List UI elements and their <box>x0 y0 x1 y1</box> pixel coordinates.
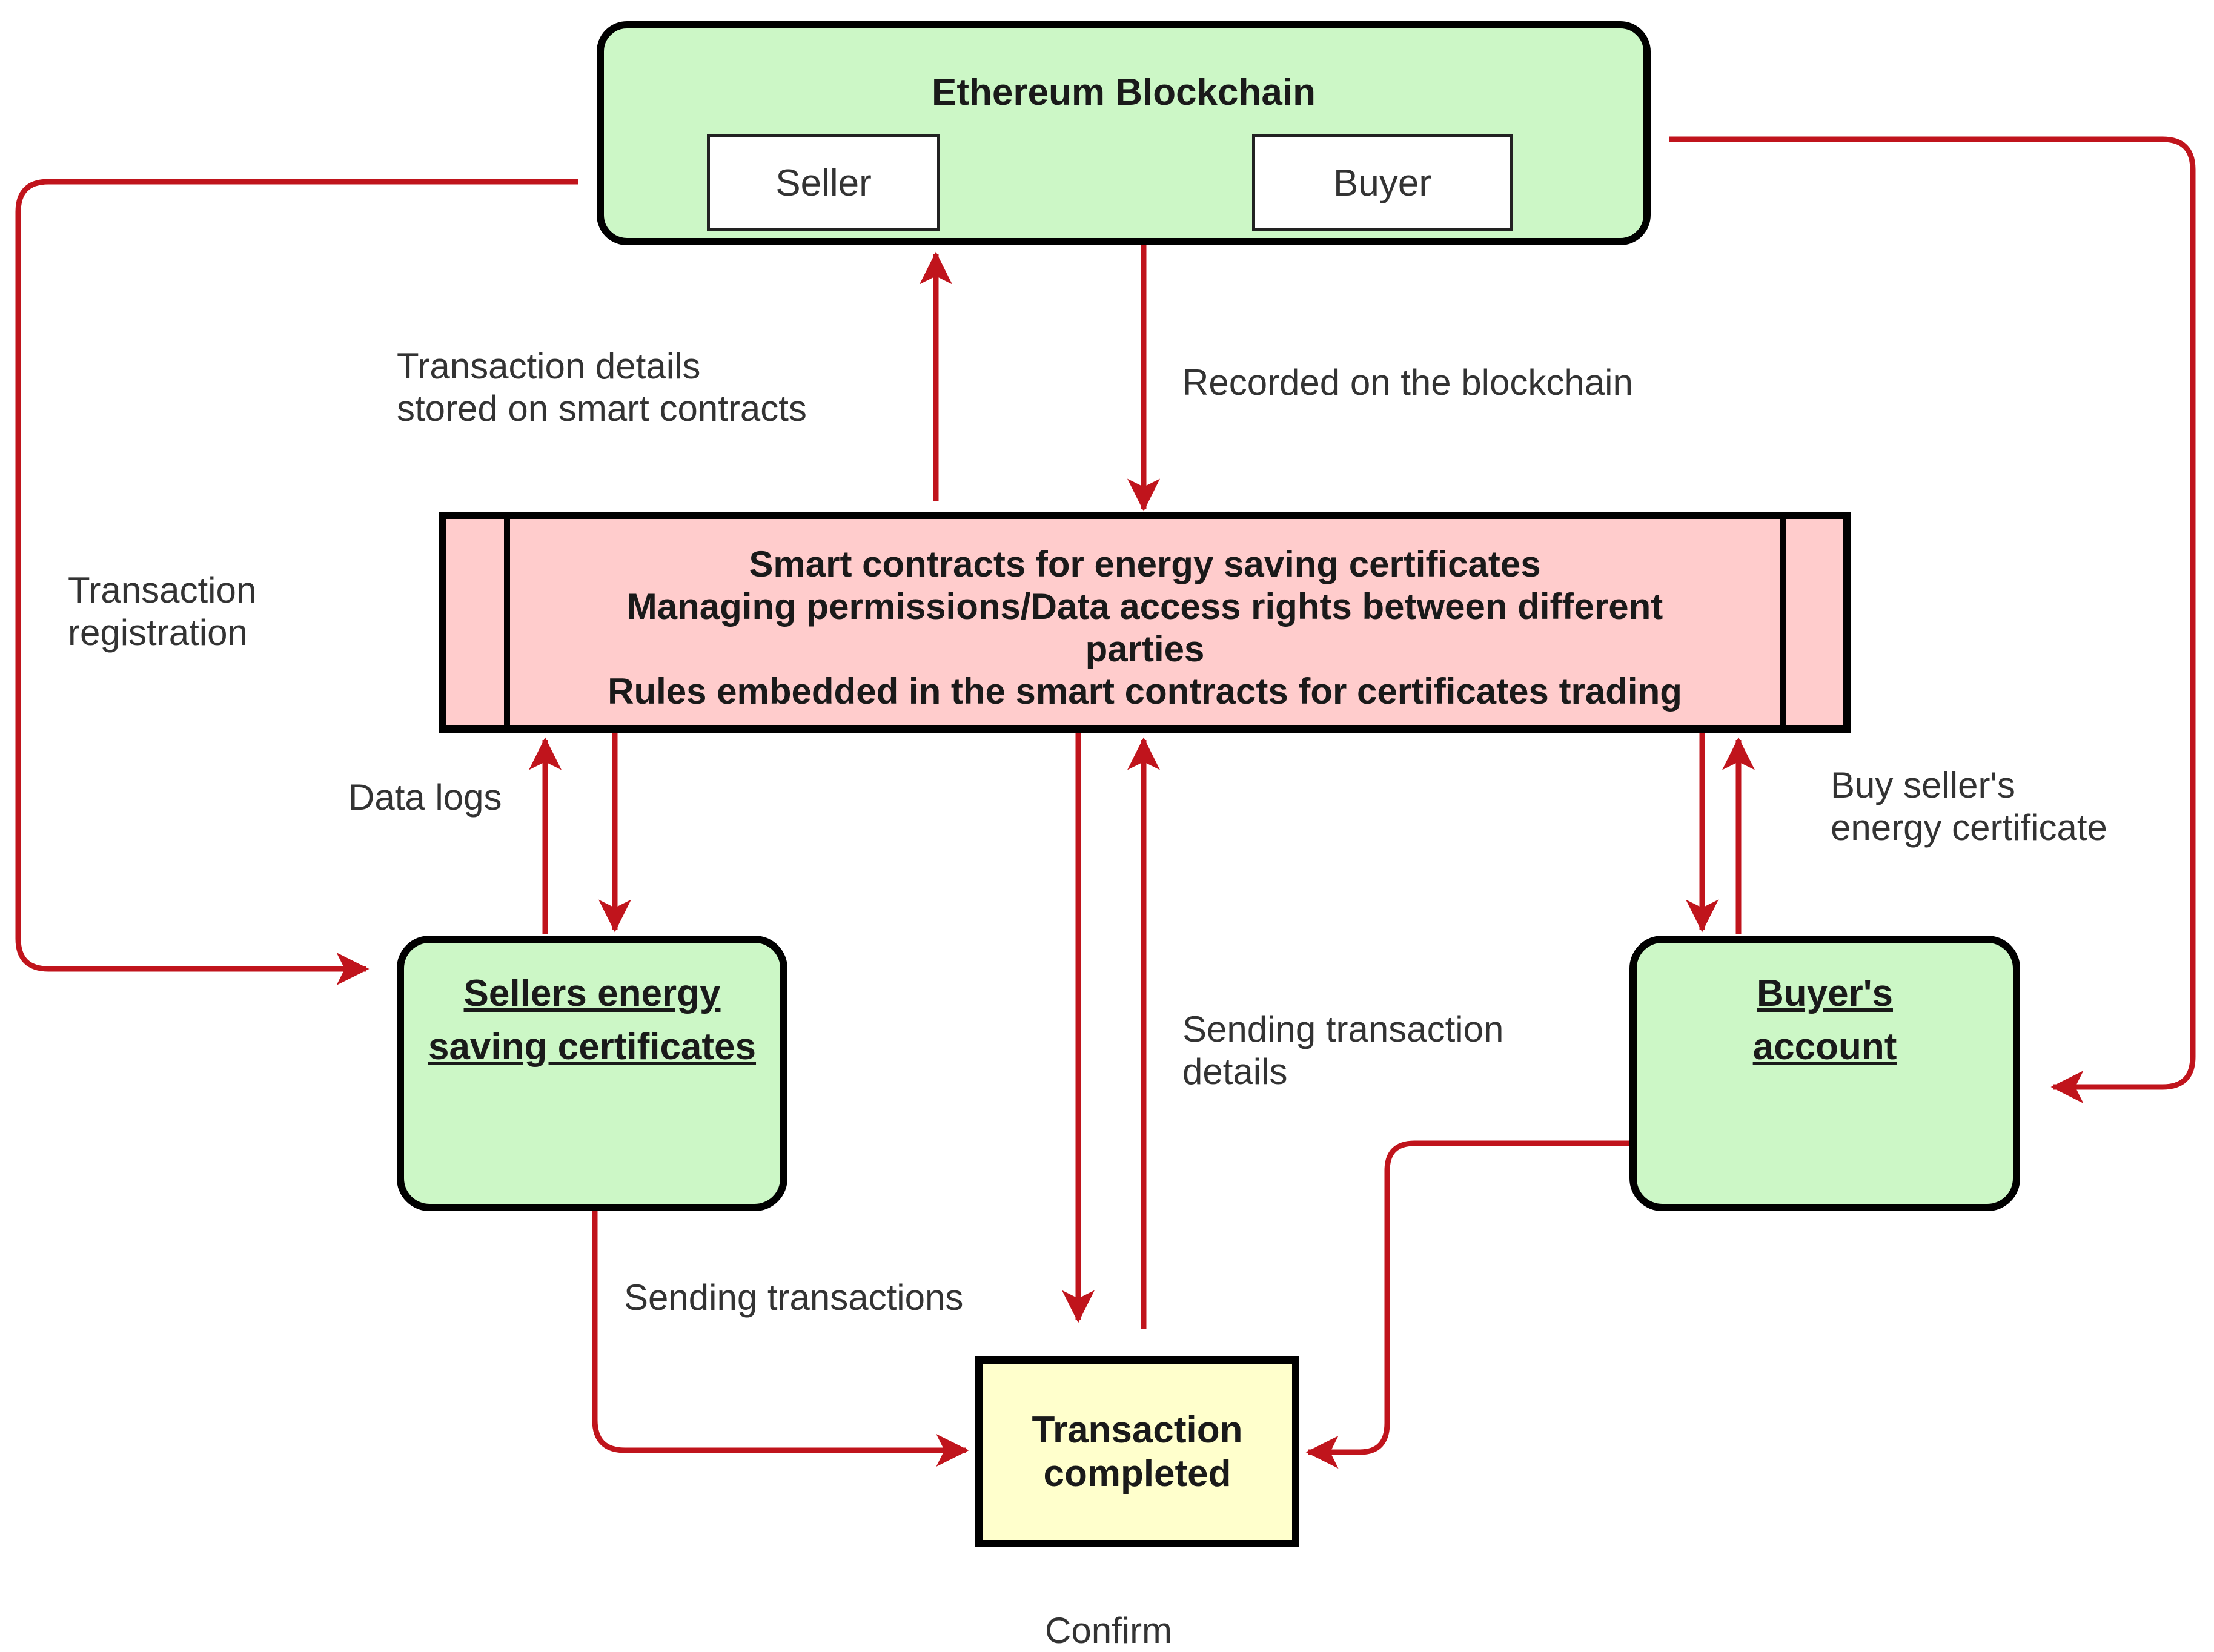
label-transaction-details: Transaction details stored on smart cont… <box>397 345 807 430</box>
smart-contracts-line3: parties <box>1085 629 1205 669</box>
label-buy-line2: energy certificate <box>1831 807 2107 848</box>
sellers-certificates-node: Sellers energy saving certificates <box>397 936 787 1211</box>
seller-box: Seller <box>707 134 940 231</box>
buyer-label: Buyer <box>1333 162 1431 204</box>
smart-contracts-text: Smart contracts for energy saving certif… <box>510 543 1780 713</box>
label-sending-details-line1: Sending transaction <box>1182 1009 1504 1049</box>
buyers-title-line1: Buyer's <box>1757 973 1893 1014</box>
label-transaction-registration: Transaction registration <box>68 569 256 654</box>
smart-contracts-node: Smart contracts for energy saving certif… <box>439 512 1851 733</box>
edge-transaction-registration <box>15 179 578 985</box>
label-sending-transactions: Sending transactions <box>624 1277 964 1318</box>
label-registration-line2: registration <box>68 612 248 653</box>
label-transaction-details-line1: Transaction details <box>397 346 701 386</box>
ethereum-blockchain-node: Ethereum Blockchain Seller Buyer <box>597 21 1651 245</box>
label-buy-line1: Buy seller's <box>1831 765 2015 805</box>
process-bar-right <box>1780 519 1786 725</box>
edge-blockchain-to-buyer <box>1669 136 2196 1103</box>
edge-buyer-to-transaction <box>1305 1140 1629 1469</box>
transaction-completed-node: Transaction completed <box>975 1356 1299 1547</box>
label-registration-line1: Transaction <box>68 570 257 610</box>
smart-contracts-line1: Smart contracts for energy saving certif… <box>749 544 1541 584</box>
label-sending-transaction-details: Sending transaction details <box>1182 1008 1503 1093</box>
process-bar-left <box>504 519 510 725</box>
label-buy-certificate: Buy seller's energy certificate <box>1831 764 2107 849</box>
sellers-certificates-title: Sellers energy saving certificates <box>404 967 780 1074</box>
transaction-line1: Transaction <box>1032 1409 1243 1451</box>
buyers-account-node: Buyer's account <box>1629 936 2020 1211</box>
label-sending-details-line2: details <box>1182 1051 1288 1092</box>
label-confirm: Confirm <box>1045 1610 1173 1651</box>
label-recorded-on-blockchain: Recorded on the blockchain <box>1182 362 1633 403</box>
smart-contracts-line2: Managing permissions/Data access rights … <box>626 586 1663 627</box>
sellers-title-line2: saving certificates <box>428 1026 757 1068</box>
transaction-completed-text: Transaction completed <box>1032 1409 1243 1496</box>
buyers-account-title: Buyer's account <box>1637 967 2013 1074</box>
sellers-title-line1: Sellers energy <box>463 973 721 1014</box>
seller-label: Seller <box>775 162 872 204</box>
ethereum-blockchain-title: Ethereum Blockchain <box>932 71 1316 113</box>
smart-contracts-line4: Rules embedded in the smart contracts fo… <box>608 671 1682 712</box>
transaction-line2: completed <box>1043 1452 1231 1495</box>
buyer-box: Buyer <box>1252 134 1513 231</box>
label-data-logs: Data logs <box>348 777 502 818</box>
label-transaction-details-line2: stored on smart contracts <box>397 388 807 429</box>
edge-sending-transactions <box>592 1211 969 1467</box>
buyers-title-line2: account <box>1752 1026 1897 1068</box>
